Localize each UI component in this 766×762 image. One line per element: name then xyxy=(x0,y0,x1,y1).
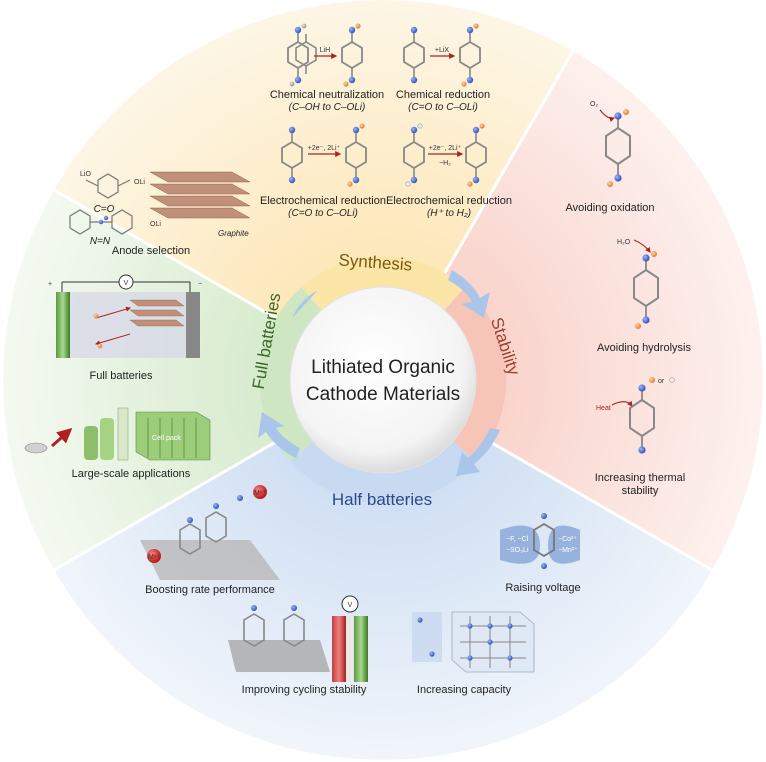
svg-text:−Mn²⁺: −Mn²⁺ xyxy=(558,547,578,554)
svg-text:−F, −Cl: −F, −Cl xyxy=(506,536,529,543)
full-batteries-title: Full batteries xyxy=(89,370,153,382)
svg-text:or: or xyxy=(658,378,665,385)
synthesis-item1-title: Chemical neutralization xyxy=(269,89,385,101)
half-capacity-title: Increasing capacity xyxy=(416,684,512,696)
stability-thermal-title: Increasing thermal stability xyxy=(580,472,700,498)
full-graphics: LiO OLi OLi C=O N=N Graphite V + − xyxy=(24,171,251,461)
svg-text:+2e⁻, 2Li⁺: +2e⁻, 2Li⁺ xyxy=(308,145,341,152)
center-title: Lithiated Organic Cathode Materials xyxy=(283,354,483,408)
svg-text:OLi: OLi xyxy=(150,221,161,228)
svg-text:Heat: Heat xyxy=(596,405,611,412)
half-graphics: Mⁿ⁺ Mⁿ⁺ −F, −Cl −SO₃Li −Co²⁺ −Mn²⁺ V xyxy=(140,485,580,682)
synthesis-item2-sub: (C=O to C–OLi) xyxy=(408,102,478,113)
ring-label-half: Half batteries xyxy=(332,490,432,509)
stability-oxidation-title: Avoiding oxidation xyxy=(565,202,655,214)
svg-text:V: V xyxy=(348,602,353,609)
synthesis-item3-sub: (C=O to C–OLi) xyxy=(288,208,358,219)
arrow-stability-to-half xyxy=(456,428,500,476)
stability-molecules: O₂ H₂O Heat or xyxy=(590,101,675,454)
half-sector xyxy=(54,380,713,760)
svg-text:N=N: N=N xyxy=(90,236,111,247)
synthesis-sector xyxy=(54,0,574,380)
svg-text:Cell pack: Cell pack xyxy=(152,435,181,442)
svg-text:+2e⁻, 2Li⁺: +2e⁻, 2Li⁺ xyxy=(429,145,462,152)
full-sector xyxy=(3,190,384,570)
stability-hydrolysis-title: Avoiding hydrolysis xyxy=(597,342,691,354)
synthesis-item4-title: Electrochemical reduction xyxy=(386,195,512,207)
svg-text:+LiX: +LiX xyxy=(435,47,450,54)
stability-thermal-line2: stability xyxy=(621,485,659,497)
svg-text:Mⁿ⁺: Mⁿ⁺ xyxy=(254,490,266,497)
center-title-line2: Cathode Materials xyxy=(305,384,461,405)
center-title-line1: Lithiated Organic xyxy=(311,357,455,378)
arrow-half-to-full xyxy=(258,412,300,458)
svg-text:Graphite: Graphite xyxy=(218,229,249,238)
half-voltage-title: Raising voltage xyxy=(505,582,581,594)
svg-text:LiH: LiH xyxy=(320,47,331,54)
arrow-synthesis-to-stability xyxy=(448,270,490,318)
center-disk xyxy=(289,286,477,474)
synthesis-item4-sub: (H⁺ to H₂) xyxy=(426,208,472,219)
synthesis-item3-title: Electrochemical reduction xyxy=(260,195,386,207)
svg-text:−SO₃Li: −SO₃Li xyxy=(506,547,529,554)
svg-text:+: + xyxy=(48,281,52,288)
half-cycling-title: Improving cycling stability xyxy=(241,684,367,696)
svg-text:O₂: O₂ xyxy=(590,101,598,108)
svg-text:−H₂: −H₂ xyxy=(439,160,451,167)
stability-thermal-line1: Increasing thermal xyxy=(594,472,686,484)
svg-text:V: V xyxy=(124,280,129,287)
full-large-title: Large-scale applications xyxy=(71,468,191,480)
svg-text:LiO: LiO xyxy=(80,171,91,178)
svg-text:OLi: OLi xyxy=(134,179,145,186)
half-rate-title: Boosting rate performance xyxy=(145,584,275,596)
cycle-arrows xyxy=(258,270,500,476)
synthesis-item1-sub: (C–OH to C–OLi) xyxy=(288,102,366,113)
svg-text:−Co²⁺: −Co²⁺ xyxy=(558,536,577,543)
synthesis-item2-title: Chemical reduction xyxy=(395,89,491,101)
svg-text:H₂O: H₂O xyxy=(617,239,631,246)
synthesis-molecules: LiH +LiX +2e⁻, 2Li⁺ xyxy=(281,23,487,187)
svg-text:Mⁿ⁺: Mⁿ⁺ xyxy=(148,554,160,561)
svg-text:−: − xyxy=(198,281,202,288)
arrow-full-to-synthesis xyxy=(292,290,318,318)
full-anode-title: Anode selection xyxy=(111,245,191,257)
svg-text:C=O: C=O xyxy=(94,204,115,215)
molecule-synthesis-1 xyxy=(295,34,317,74)
outer-ring xyxy=(3,0,763,760)
stability-sector xyxy=(383,51,763,570)
